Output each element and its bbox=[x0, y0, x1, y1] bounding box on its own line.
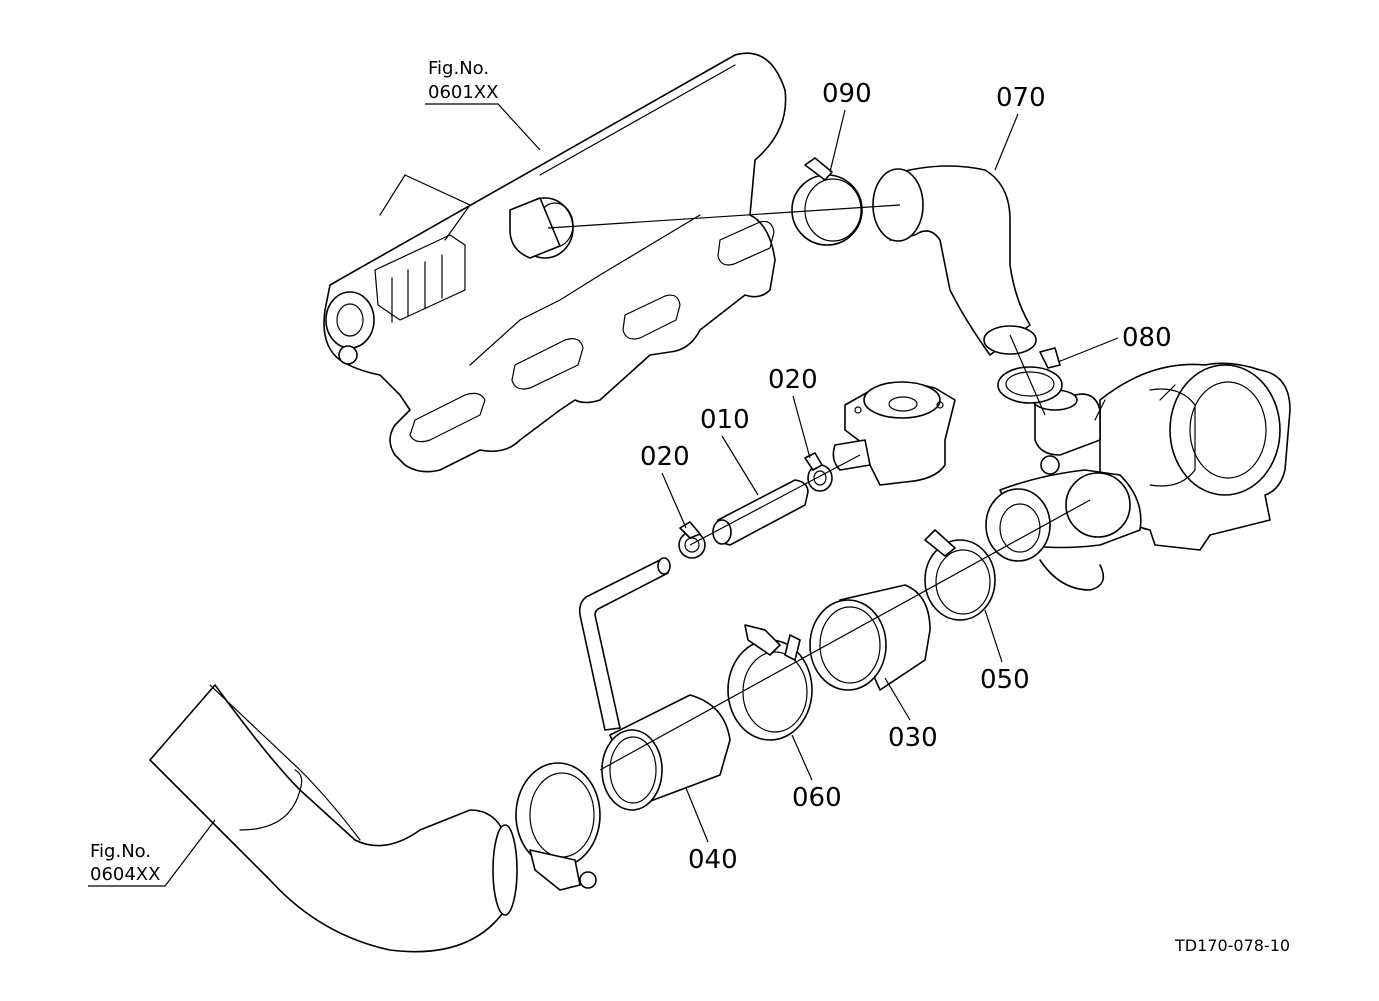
part-090-clamp bbox=[791, 157, 863, 246]
ref-top-line1: Fig.No. bbox=[428, 58, 489, 79]
ref-bottom-line2: 0604XX bbox=[90, 864, 160, 885]
part-040-sleeve bbox=[601, 694, 731, 811]
label-030-text: 030 bbox=[888, 723, 938, 753]
label-010-text: 010 bbox=[700, 405, 750, 435]
part-030-sleeve bbox=[809, 584, 931, 691]
label-090: 090 bbox=[822, 79, 872, 173]
label-080-text: 080 bbox=[1122, 323, 1172, 353]
ref-bottom-line1: Fig.No. bbox=[90, 841, 151, 862]
part-080-clamp bbox=[997, 347, 1063, 404]
ref-top: Fig.No. 0601XX bbox=[425, 58, 541, 151]
turbocharger bbox=[985, 362, 1291, 591]
part-050-clamp bbox=[924, 529, 996, 621]
label-090-text: 090 bbox=[822, 79, 872, 109]
label-010: 010 bbox=[700, 405, 759, 496]
assembly-centerlines bbox=[547, 204, 1091, 771]
part-070-hose bbox=[872, 165, 1037, 356]
ref-bottom: Fig.No. 0604XX bbox=[88, 819, 216, 887]
label-040-text: 040 bbox=[688, 845, 738, 875]
part-060-clamp bbox=[727, 624, 813, 741]
intercooler-duct bbox=[149, 684, 518, 953]
exhaust-manifold bbox=[323, 52, 787, 473]
label-060-text: 060 bbox=[792, 783, 842, 813]
lower-band-clamp bbox=[515, 762, 601, 891]
label-030: 030 bbox=[884, 677, 938, 753]
label-080: 080 bbox=[1057, 323, 1172, 363]
ref-top-line2: 0601XX bbox=[428, 82, 498, 103]
label-070: 070 bbox=[994, 83, 1046, 171]
label-050: 050 bbox=[980, 609, 1030, 695]
label-060: 060 bbox=[791, 734, 842, 813]
drawing-code: TD170-078-10 bbox=[1174, 936, 1290, 955]
breather-pipe bbox=[578, 557, 671, 731]
label-020-right: 020 bbox=[768, 365, 818, 459]
part-020-clip-left bbox=[678, 521, 706, 559]
label-020-left: 020 bbox=[640, 442, 690, 529]
label-020-left-text: 020 bbox=[640, 442, 690, 472]
label-050-text: 050 bbox=[980, 665, 1030, 695]
label-020-right-text: 020 bbox=[768, 365, 818, 395]
breather-unit bbox=[832, 381, 956, 486]
label-070-text: 070 bbox=[996, 83, 1046, 113]
label-040: 040 bbox=[685, 787, 738, 875]
